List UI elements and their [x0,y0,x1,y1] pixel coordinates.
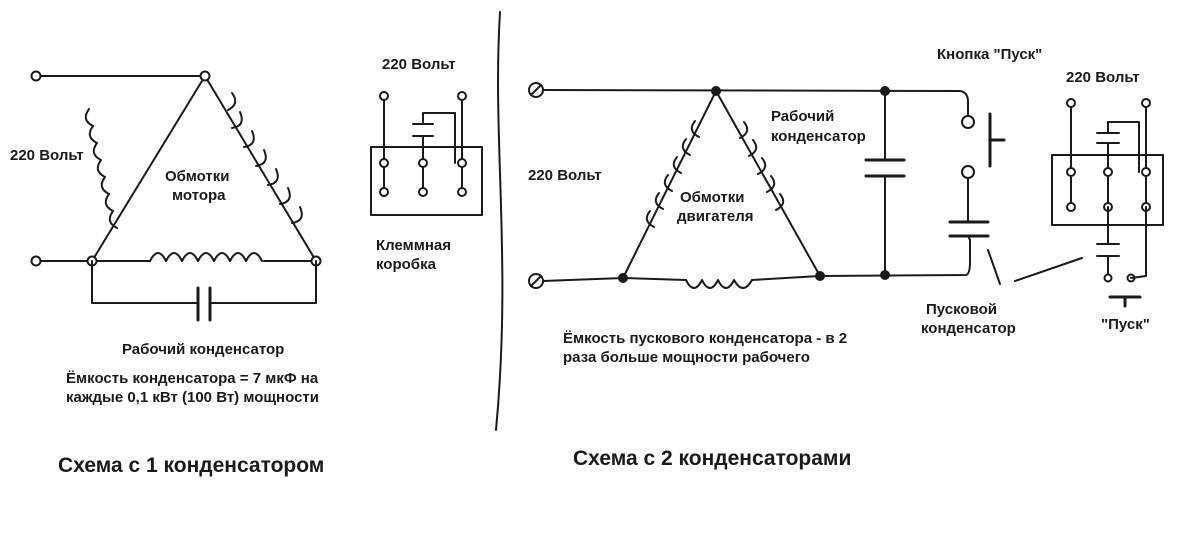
terminal-box-pin-bottom-2 [418,187,428,197]
right-work-capacitor-node-bottom [880,270,890,280]
right-terminal-box-links [1070,171,1147,208]
right-work-cap-label-2: конденсатор [771,128,866,145]
right-terminal-box-capacitor-wires [1107,121,1140,173]
terminal-box-input-1 [379,91,389,101]
motor-delta-wires [91,75,317,262]
left-windings-label-1: Обмотки [165,168,230,185]
right-motor-node-right [815,271,825,281]
right-terminal-box-pin-bottom-1 [1066,202,1076,212]
one-capacitor-diagram: 220 Вольт Обмотки мотора Рабочий конденс… [10,70,324,477]
left-note-line-2: каждые 0,1 кВт (100 Вт) мощности [66,389,319,406]
right-windings-label-2: двигателя [677,208,754,225]
terminal-box-pin-bottom-3 [457,187,467,197]
right-start-branch-wires [1107,206,1147,277]
work-capacitor-symbol [196,286,212,322]
right-start-pointer-line [1014,257,1083,282]
left-note-line-1: Ёмкость конденсатора = 7 мкФ на [66,370,319,387]
right-terminal-box-voltage-label: 220 Вольт [1066,69,1140,86]
right-terminal-box-pin-top-3 [1141,167,1151,177]
terminal-box-pin-top-2 [418,158,428,168]
winding-bottom-coil [149,252,263,262]
terminal-box-label-2: коробка [376,256,437,273]
start-capacitor-wires [967,177,971,241]
terminal-box-capacitor-wires [422,112,456,164]
winding-right-coil [227,92,303,224]
right-work-capacitor-symbol [864,158,906,178]
right-work-capacitor-node-top [880,86,890,96]
terminal-box-right: 220 Вольт "Пуск" [1014,69,1164,333]
right-winding-right-coil [739,121,785,211]
right-supply-rail-bottom [542,239,971,282]
left-caption: Схема с 1 конденсатором [58,454,324,477]
start-capacitor-symbol [948,220,990,238]
right-winding-left-coil [645,120,700,228]
right-note-line-2: раза больше мощности рабочего [563,349,810,366]
right-motor-node-left [618,273,628,283]
right-supply-rail-top [542,89,969,116]
terminal-box-pin-top-3 [457,158,467,168]
start-button-contact-top [961,115,975,129]
start-capacitor-pointer-line [987,249,1001,285]
left-voltage-label: 220 Вольт [10,147,84,164]
supply-terminal-top [30,70,42,82]
left-windings-label-2: мотора [172,187,226,204]
right-caption: Схема с 2 конденсаторами [573,447,851,470]
supply-terminal-bottom [30,255,42,267]
right-start-contact-1 [1103,273,1113,283]
terminal-box-capacitor-symbol [412,123,434,137]
two-capacitor-diagram: Кнопка "Пуск" Рабочий конденсатор 220 Во… [528,46,1042,470]
start-button-contact-bottom [961,165,975,179]
terminal-box-supply-wires [383,95,463,164]
start-cap-label-2: конденсатор [921,320,1016,337]
right-terminal-box-capacitor-symbol [1096,132,1120,144]
right-start-button-icon [1108,295,1142,308]
right-winding-bottom-coil [685,279,753,289]
right-voltage-label: 220 Вольт [528,167,602,184]
motor-node-top [199,70,211,82]
right-motor-delta-wires [622,90,821,281]
right-terminal-box-pin-top-1 [1066,167,1076,177]
start-button-icon [988,112,1006,168]
terminal-box-frame [370,146,483,216]
terminal-box-voltage-label: 220 Вольт [382,56,456,73]
terminal-box-input-2 [457,91,467,101]
right-terminal-box-input-2 [1141,98,1151,108]
right-start-capacitor-symbol [1096,243,1120,257]
right-windings-label-1: Обмотки [680,189,745,206]
right-motor-node-top [711,86,721,96]
terminal-box-pin-top-1 [379,158,389,168]
left-capacitor-label: Рабочий конденсатор [122,341,284,358]
right-terminal-box-pin-top-2 [1103,167,1113,177]
winding-left-coil [84,108,118,229]
terminal-box-left: 220 Вольт Клеммная коробка [370,56,483,273]
start-button-label: Кнопка "Пуск" [937,46,1042,63]
terminal-box-label-1: Клеммная [376,237,451,254]
right-terminal-box-input-1 [1066,98,1076,108]
right-note-line-1: Ёмкость пускового конденсатора - в 2 [563,330,847,347]
section-divider [495,11,504,431]
work-capacitor-wires [91,260,317,304]
start-cap-label-1: Пусковой [926,301,997,318]
right-start-button-label: "Пуск" [1101,316,1150,333]
right-work-cap-label-1: Рабочий [771,108,834,125]
right-terminal-box-supply-wires [1070,102,1147,173]
terminal-box-pin-bottom-1 [379,187,389,197]
